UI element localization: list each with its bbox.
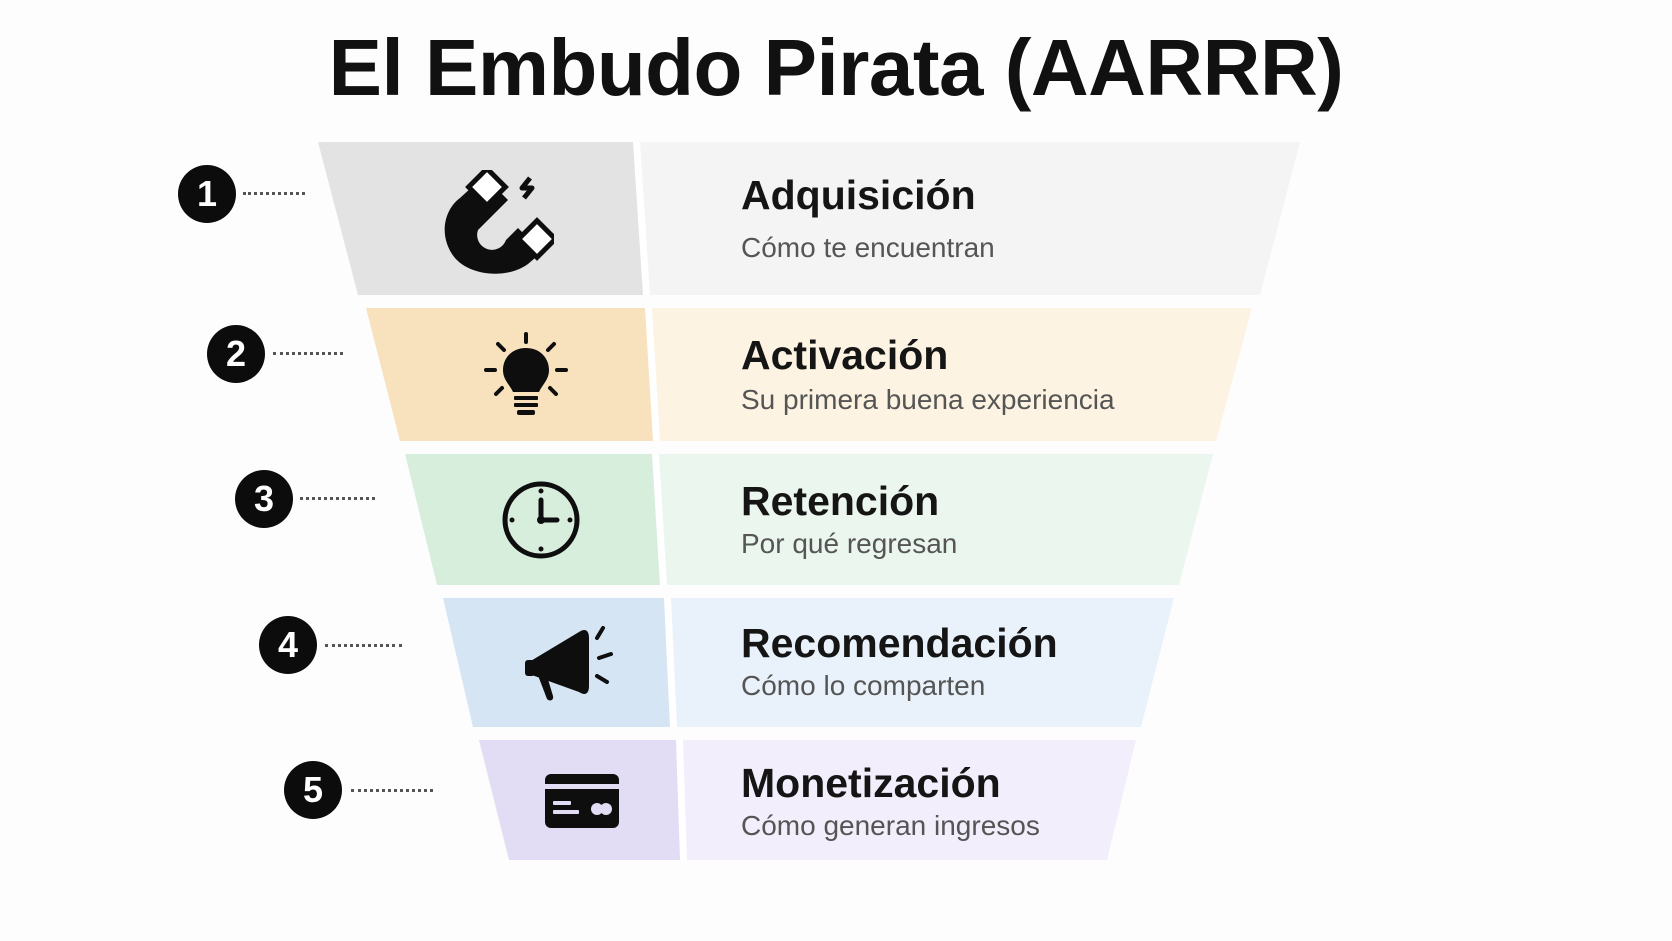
stage-name: Activación: [741, 332, 949, 378]
megaphone-icon: [525, 626, 613, 701]
clock-icon: [502, 481, 580, 559]
band-divider: [633, 142, 650, 295]
band-right-segment: [651, 308, 1252, 441]
stage-name: Retención: [741, 478, 940, 524]
band-divider: [645, 308, 660, 441]
band-divider: [664, 598, 677, 727]
band-right-segment: [670, 598, 1174, 727]
band-left-segment: [405, 454, 661, 585]
connector-dots: [243, 192, 305, 195]
connector-dots: [300, 497, 375, 500]
band-divider: [676, 740, 687, 860]
credit-card-icon: [545, 774, 619, 828]
stage-number-badge: 3: [235, 470, 293, 528]
funnel-band: [405, 454, 1213, 585]
stage-number-badge: 5: [284, 761, 342, 819]
funnel-stage-activation: Activación Su primera buena experiencia: [364, 308, 1254, 441]
stage-number: 5: [302, 769, 324, 810]
band-right-segment: [658, 454, 1213, 585]
stage-name: Recomendación: [741, 620, 1058, 666]
band-right-segment: [638, 142, 1300, 295]
funnel-stage-referral: Recomendación Cómo lo comparten: [441, 598, 1176, 727]
funnel-band: [366, 308, 1252, 441]
stage-name: Monetización: [741, 760, 1001, 806]
stage-number: 3: [253, 478, 275, 519]
page-title: El Embudo Pirata (AARRR): [328, 23, 1344, 112]
stage-name: Adquisición: [741, 172, 976, 218]
funnel-stage-revenue: Monetización Cómo generan ingresos: [477, 740, 1138, 860]
stage-number: 1: [196, 173, 218, 214]
stage-number-badge: 4: [259, 616, 317, 674]
funnel-stage-retention: Retención Por qué regresan: [403, 454, 1215, 585]
stage-description: Cómo lo comparten: [741, 670, 986, 701]
stage-number: 2: [225, 333, 247, 374]
stage-number: 4: [277, 624, 299, 665]
connector-dots: [325, 644, 402, 647]
connector-dots: [273, 352, 343, 355]
stage-description: Su primera buena experiencia: [741, 384, 1115, 415]
funnel-stage-acquisition: Adquisición Cómo te encuentran: [316, 142, 1302, 295]
connector-dots: [351, 789, 433, 792]
band-divider: [652, 454, 667, 585]
stage-description: Cómo te encuentran: [741, 232, 995, 263]
stage-description: Por qué regresan: [741, 528, 958, 559]
lightbulb-icon: [484, 332, 568, 415]
magnet-icon: [444, 170, 554, 274]
band-right-segment: [682, 740, 1136, 860]
stage-number-badge: 2: [207, 325, 265, 383]
stage-description: Cómo generan ingresos: [741, 810, 1040, 841]
stage-number-badge: 1: [178, 165, 236, 223]
